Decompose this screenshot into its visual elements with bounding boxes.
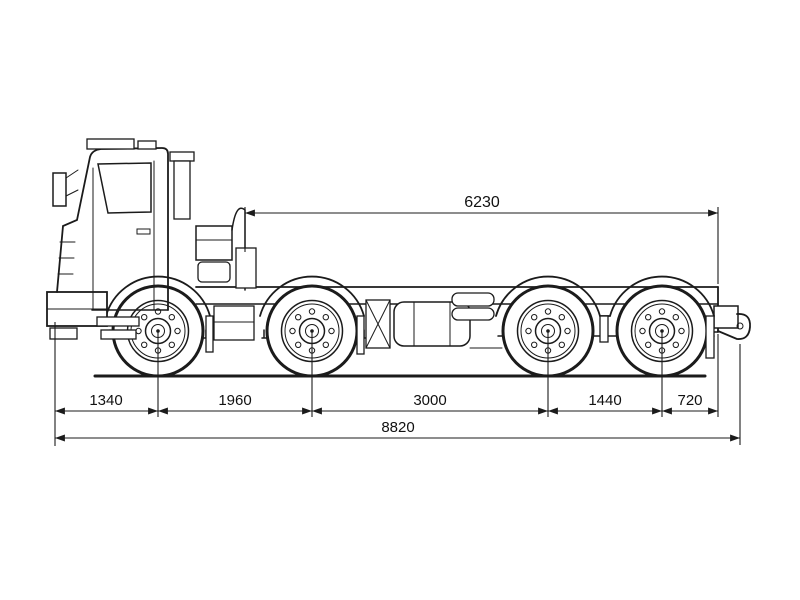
side-mirror	[52, 172, 67, 207]
engine-box	[195, 225, 233, 261]
muffler	[235, 247, 257, 289]
air-intake-cap	[169, 151, 195, 162]
cab-step-upper	[96, 316, 140, 327]
dim-label-axle3-axle4: 1440	[588, 392, 621, 409]
battery-box	[213, 305, 255, 341]
roof-marker	[137, 140, 157, 150]
roof-visor	[86, 138, 135, 150]
air-tank-upper	[451, 292, 495, 307]
mirror-arms	[65, 169, 79, 197]
frame-bracket-brace	[365, 299, 391, 349]
grille-louvers	[57, 241, 76, 275]
fender-axle-1	[105, 275, 211, 317]
side-window	[97, 162, 152, 214]
mud-flap-3	[599, 315, 609, 343]
tow-hook-mount	[713, 305, 739, 329]
dim-label-overall-length: 8820	[381, 419, 414, 436]
door-handle	[136, 228, 151, 235]
mud-flap-1	[205, 315, 214, 353]
tow-hook	[717, 313, 751, 340]
fender-axle-2	[259, 275, 365, 317]
dim-label-rear-overhang: 720	[677, 392, 702, 409]
fuel-tank	[393, 301, 471, 347]
mud-flap-2	[356, 315, 365, 355]
extension-lines	[54, 207, 741, 446]
air-tank-lower	[451, 307, 495, 321]
dim-label-axle1-axle2: 1960	[218, 392, 251, 409]
mud-flap-4	[705, 315, 715, 359]
dim-label-front-overhang: 1340	[89, 392, 122, 409]
fuel-tank-straps	[413, 301, 451, 347]
cab	[46, 138, 169, 340]
engine-equipment	[169, 151, 257, 341]
dim-label-frame-span: 6230	[464, 194, 500, 211]
air-intake-stack	[173, 160, 191, 220]
tow-hook-pin	[736, 322, 744, 330]
dim-label-axle2-axle3: 3000	[413, 392, 446, 409]
engine-cylinder	[197, 261, 231, 283]
fenders	[105, 275, 715, 359]
cab-step-lower	[100, 329, 137, 340]
bumper-step	[49, 327, 78, 340]
dimensions: 6230 1340 1960 3000 1440 720 8820	[54, 194, 741, 446]
